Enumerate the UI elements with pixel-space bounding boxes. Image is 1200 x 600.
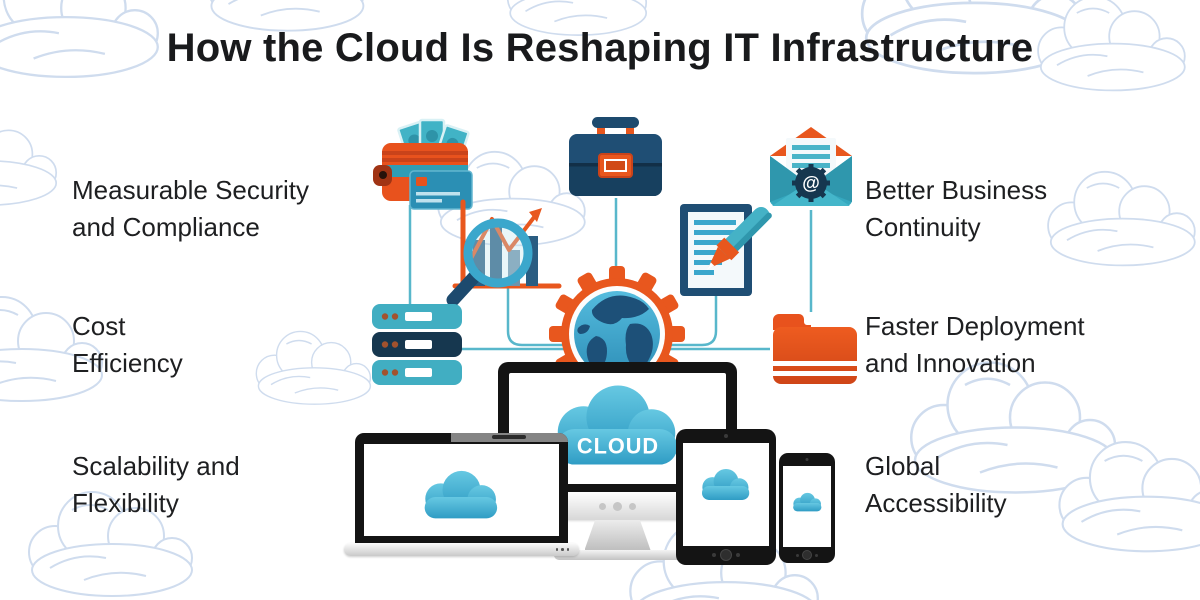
wallet-money-icon [373, 118, 473, 210]
cloud-graphic-tablet [701, 468, 750, 500]
connector-analytics-gear [506, 278, 566, 347]
server-stack-icon [372, 304, 462, 385]
cloud-graphic-phone [792, 492, 821, 511]
cloud-graphic-monitor: CLOUD [556, 385, 677, 465]
label-faster-deployment-and-innovation: Faster Deployment and Innovation [865, 311, 1085, 378]
laptop-base [344, 543, 579, 556]
connector-document-gear [668, 294, 718, 347]
phone-home-button [796, 550, 818, 560]
laptop-base-dots [555, 548, 569, 551]
label-scalability-and-flexibility: Scalability and Flexibility [72, 451, 240, 518]
email-at-symbol: @ [802, 173, 820, 193]
briefcase-icon [569, 117, 662, 196]
laptop-screen [364, 444, 559, 536]
label-measurable-security-and-compliance: Measurable Security and Compliance [72, 175, 309, 242]
label-global-accessibility: Global Accessibility [865, 451, 1007, 518]
laptop-screen-bezel [355, 433, 568, 543]
tablet [676, 429, 776, 565]
monitor-stand [584, 520, 651, 550]
phone-camera-dot [805, 458, 809, 461]
monitor-base [553, 550, 682, 560]
phone-screen [783, 466, 831, 547]
page-title: How the Cloud Is Reshaping IT Infrastruc… [166, 26, 1034, 70]
analytics-magnifier-icon [446, 199, 562, 307]
laptop-hinge-strip [450, 433, 568, 442]
tablet-screen [683, 443, 769, 546]
label-cost-efficiency: Cost Efficiency [72, 311, 183, 378]
label-better-business-continuity: Better Business Continuity [865, 175, 1048, 242]
laptop [344, 433, 579, 556]
smartphone [779, 453, 835, 563]
cloud-graphic-laptop [424, 470, 498, 519]
document-pen-icon [680, 204, 772, 296]
folder-icon [773, 314, 857, 384]
cloud-label-text: CLOUD [576, 433, 658, 458]
email-icon: @ [770, 127, 852, 206]
tablet-camera-dot [724, 434, 728, 438]
tablet-home-button [712, 549, 740, 561]
